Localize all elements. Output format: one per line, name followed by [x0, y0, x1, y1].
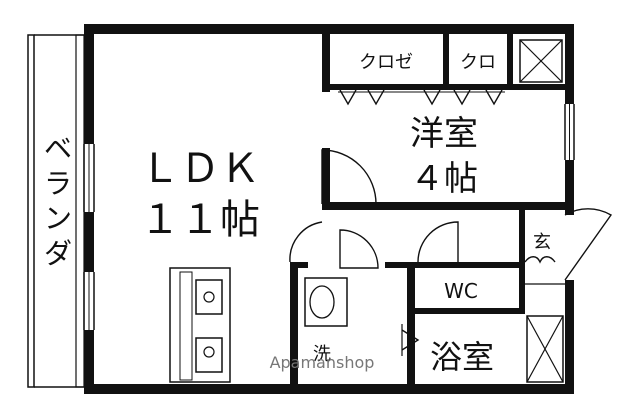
wc-label: WC	[444, 279, 478, 303]
veranda-label: ベ ラ ン ダ	[44, 132, 72, 270]
pipe-shaft	[519, 39, 563, 83]
interior-walls	[290, 34, 565, 384]
svg-text:ラ: ラ	[44, 167, 72, 200]
ldk-name: ＬＤＫ	[140, 146, 260, 192]
closet-doors	[338, 89, 505, 106]
washroom-label: 洗	[313, 344, 331, 365]
closet-label-1: クロゼ	[359, 52, 413, 73]
outer-walls	[84, 24, 574, 394]
ldk-windows	[83, 144, 95, 330]
ldk-size: １１帖	[140, 197, 260, 243]
svg-text:ダ: ダ	[44, 237, 72, 270]
western-room-name: 洋室	[410, 114, 478, 154]
watermark: Apamanshop	[270, 353, 375, 372]
svg-text:ン: ン	[44, 202, 72, 235]
entrance-label: 玄	[533, 232, 551, 253]
closet-label-2: クロ	[460, 52, 496, 73]
wash-basin	[304, 277, 348, 327]
bath-door	[401, 324, 420, 356]
bath-shaft	[526, 315, 564, 383]
western-room-size: ４帖	[410, 159, 478, 199]
bath-label: 浴室	[430, 338, 494, 376]
door-swings	[289, 149, 613, 281]
kitchen-counter	[169, 267, 231, 383]
western-window	[564, 104, 575, 160]
svg-text:ベ: ベ	[44, 132, 72, 165]
